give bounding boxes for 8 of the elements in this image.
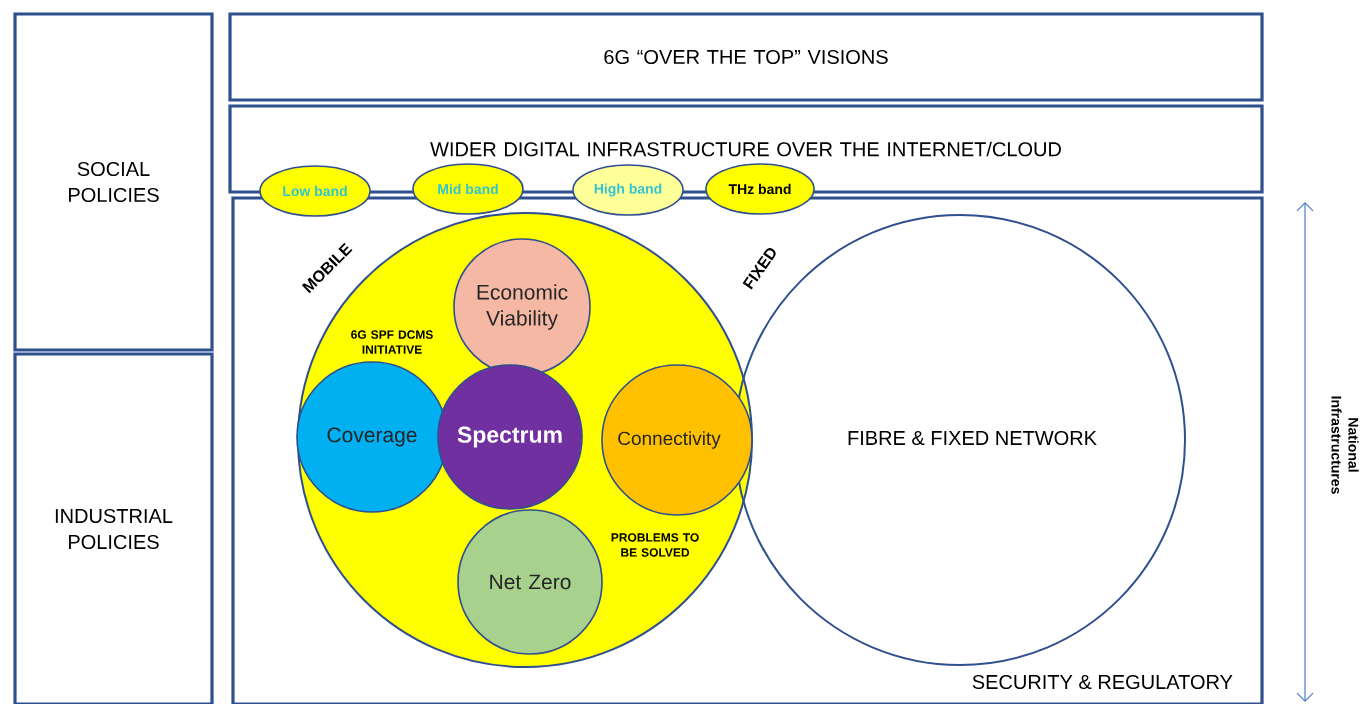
layer-box: 6G “OVER THE TOP” VISIONS bbox=[228, 12, 1264, 102]
policy-box: SOCIAL POLICIES bbox=[13, 12, 214, 352]
circle-note: 6G SPF DCMS INITIATIVE bbox=[351, 330, 433, 354]
circle-label: FIBRE & FIXED NETWORK bbox=[848, 430, 1097, 446]
circle-note: PROBLEMS TO BE SOLVED bbox=[611, 533, 699, 557]
policy-box: INDUSTRIAL POLICIES bbox=[13, 352, 214, 704]
box-label: SECURITY & REGULATORY bbox=[972, 674, 1233, 690]
side-label: National Infrastructures bbox=[1331, 396, 1359, 494]
